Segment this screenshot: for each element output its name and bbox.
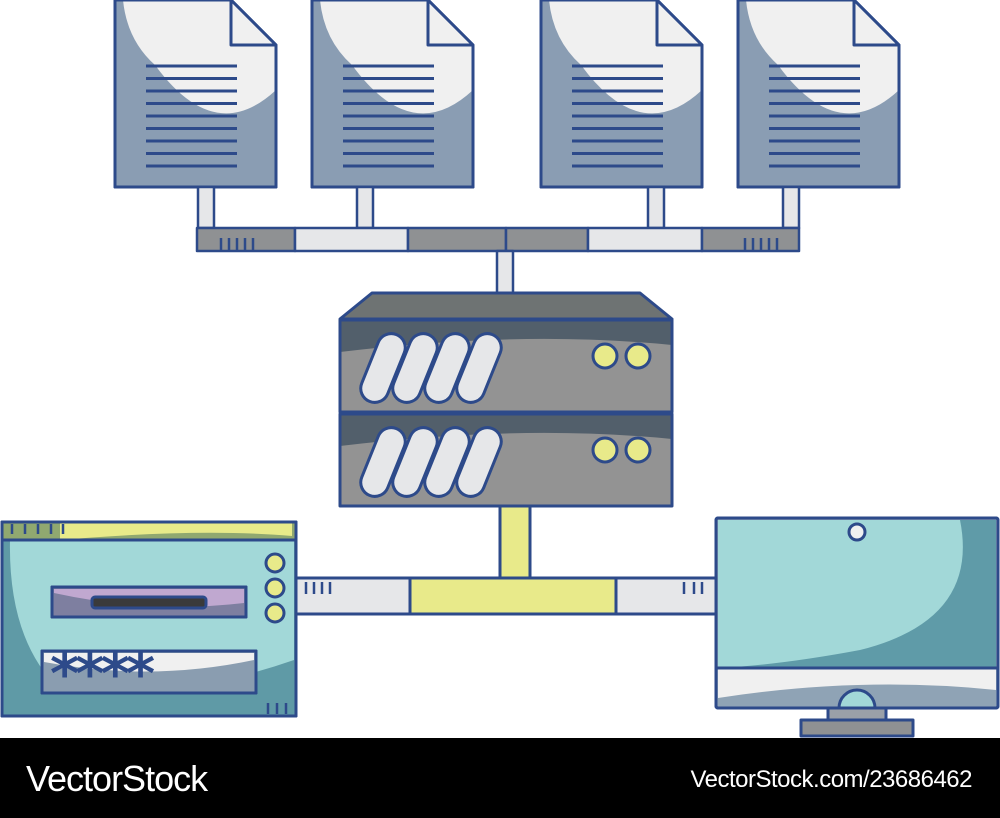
document-outline — [113, 0, 278, 189]
document-highlight — [746, 0, 899, 114]
bus-segment — [293, 226, 410, 253]
status-light — [591, 436, 619, 464]
document-fold — [852, 0, 899, 47]
document-icon — [736, 0, 901, 189]
watermark-id: VectorStock.com/23686462 — [690, 766, 972, 793]
connector-stem — [498, 504, 532, 580]
login-window-icon: **** — [0, 520, 298, 718]
watermark-brand: VectorStock — [26, 758, 208, 799]
connector-stem — [495, 249, 515, 295]
server-shade — [340, 320, 672, 352]
document-icon — [539, 0, 704, 189]
indicator-dot — [264, 602, 286, 624]
document-fold — [655, 0, 702, 47]
server-unit — [338, 412, 674, 508]
window-outline — [0, 520, 298, 718]
password-outline — [40, 649, 258, 695]
drive-bay — [391, 426, 439, 498]
indicator-dot — [264, 577, 286, 599]
bus-segment — [406, 226, 508, 253]
status-light — [591, 342, 619, 370]
document-outline — [736, 0, 901, 189]
bus-segment — [408, 576, 618, 616]
bus-segment — [586, 226, 704, 253]
bus-segment — [700, 226, 801, 253]
indicator-dot — [264, 552, 286, 574]
power-button — [837, 688, 877, 710]
watermark-bar: VectorStock VectorStock.com/23686462 — [0, 738, 1000, 818]
drive-bay — [359, 332, 407, 404]
bezel-highlight — [718, 668, 996, 698]
connector-stem — [355, 185, 375, 230]
status-light — [624, 342, 652, 370]
password-mask: **** — [50, 642, 155, 707]
password-highlight — [44, 653, 254, 672]
card-slot — [90, 595, 208, 610]
document-highlight — [320, 0, 473, 114]
document-highlight — [549, 0, 702, 114]
drive-bay — [423, 426, 471, 498]
connector-stem — [196, 185, 216, 230]
document-icon — [113, 0, 278, 189]
drive-bay — [391, 332, 439, 404]
screen-highlight — [718, 520, 963, 668]
document-highlight — [123, 0, 276, 114]
camera-icon — [847, 522, 867, 542]
bus-segment — [504, 226, 590, 253]
bus-segment — [614, 576, 718, 616]
status-light — [624, 436, 652, 464]
network-diagram: **** — [0, 0, 1000, 738]
document-fold — [426, 0, 473, 47]
monitor-icon — [714, 516, 1000, 738]
drive-bay — [455, 426, 503, 498]
document-icon — [310, 0, 475, 189]
drive-bay — [423, 332, 471, 404]
document-outline — [539, 0, 704, 189]
server-shade — [340, 414, 672, 446]
connector-stem — [781, 185, 801, 230]
document-fold — [229, 0, 276, 47]
connector-stem — [646, 185, 666, 230]
server-unit — [338, 318, 674, 414]
username-outline — [50, 585, 248, 619]
monitor-base — [799, 718, 915, 738]
document-outline — [310, 0, 475, 189]
title-bar-highlight — [60, 523, 292, 540]
server-outline — [338, 318, 674, 414]
drive-bay — [455, 332, 503, 404]
server-icon — [338, 291, 674, 508]
drive-bay — [359, 426, 407, 498]
server-top — [338, 291, 674, 321]
